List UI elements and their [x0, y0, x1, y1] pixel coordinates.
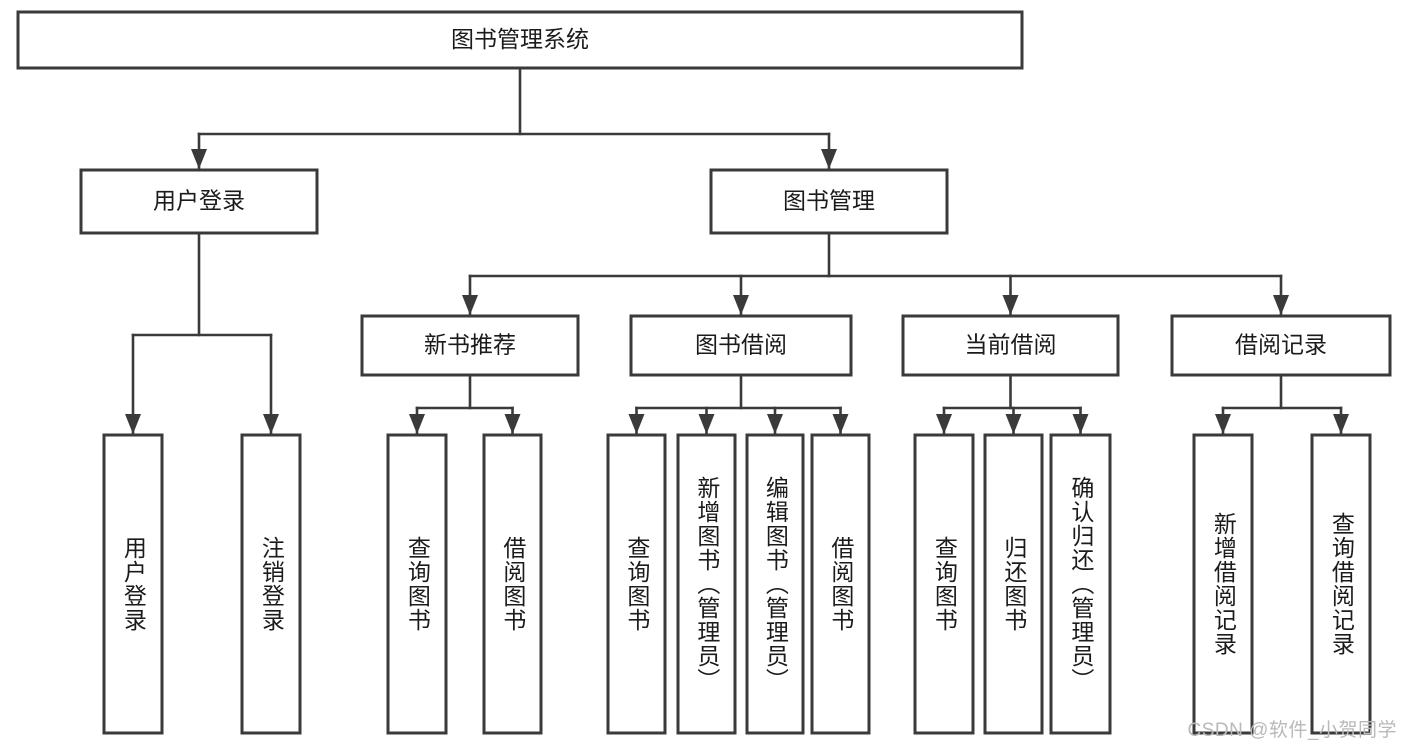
node-label-book-borrow: 图书借阅	[695, 332, 787, 358]
arrow-head-icon	[628, 414, 645, 434]
node-box-leaf-confirm-return-admin[interactable]	[1049, 433, 1112, 735]
arrow-head-icon	[191, 149, 207, 169]
node-box-leaf-query-book-2[interactable]	[606, 433, 667, 735]
node-box-book-manage[interactable]	[709, 168, 949, 235]
node-label-current-borrow: 当前借阅	[965, 332, 1057, 358]
arrow-head-icon	[1215, 414, 1231, 434]
node-box-leaf-query-borrow-record[interactable]	[1310, 433, 1372, 735]
arrow-head-icon	[1273, 295, 1289, 315]
arrow-head-icon	[125, 414, 141, 434]
node-label-borrow-record: 借阅记录	[1235, 332, 1327, 358]
node-label-new-book-recommend: 新书推荐	[424, 332, 516, 358]
arrow-head-icon	[409, 414, 425, 434]
arrow-head-icon	[698, 414, 715, 434]
node-box-book-borrow[interactable]	[629, 314, 853, 377]
node-box-leaf-edit-book-admin[interactable]	[745, 433, 805, 735]
node-box-leaf-borrow-book-2[interactable]	[810, 433, 871, 735]
arrow-head-icon	[462, 295, 478, 315]
node-box-leaf-query-book-3[interactable]	[913, 433, 975, 735]
node-box-leaf-user-login[interactable]	[102, 433, 164, 735]
node-box-leaf-borrow-book-1[interactable]	[482, 433, 543, 735]
arrow-head-icon	[1005, 414, 1022, 434]
node-box-new-book-recommend[interactable]	[360, 314, 580, 377]
node-box-current-borrow[interactable]	[901, 314, 1120, 377]
node-box-leaf-return-book[interactable]	[983, 433, 1044, 735]
watermark: CSDN @软件_小贺同学	[1187, 720, 1397, 741]
arrow-head-icon	[1072, 414, 1089, 434]
arrow-head-icon	[504, 414, 521, 434]
node-box-leaf-logout-login[interactable]	[240, 433, 302, 735]
arrow-head-icon	[832, 414, 849, 434]
connector-layer	[125, 66, 1349, 435]
arrow-head-icon	[936, 414, 952, 434]
node-box-root[interactable]	[16, 10, 1024, 70]
arrow-head-icon	[767, 414, 783, 434]
node-box-leaf-query-book-1[interactable]	[386, 433, 448, 735]
node-label-root: 图书管理系统	[451, 26, 589, 52]
arrow-head-icon	[1333, 414, 1349, 434]
node-box-borrow-record[interactable]	[1170, 314, 1392, 377]
arrow-head-icon	[263, 414, 279, 434]
node-box-leaf-add-borrow-record[interactable]	[1192, 433, 1254, 735]
node-label-book-manage: 图书管理	[783, 188, 875, 214]
node-box-user-login[interactable]	[79, 168, 319, 235]
arrow-head-icon	[1002, 295, 1019, 315]
arrow-head-icon	[733, 295, 749, 315]
arrow-head-icon	[821, 149, 837, 169]
node-label-user-login: 用户登录	[153, 188, 245, 214]
node-box-leaf-add-book-admin[interactable]	[676, 433, 737, 735]
